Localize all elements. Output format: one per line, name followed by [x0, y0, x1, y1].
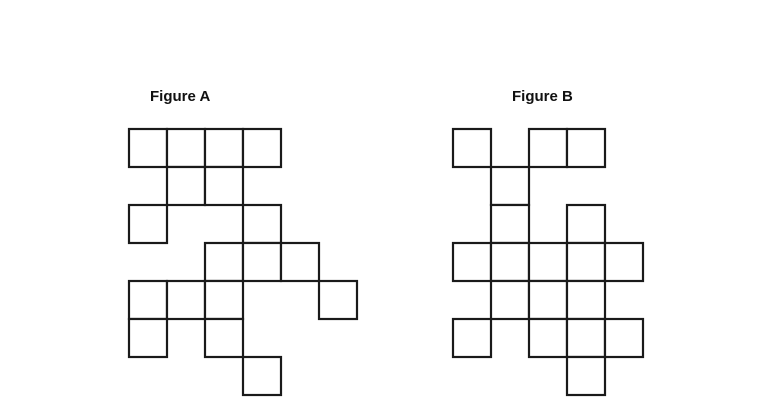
figure-b-square	[451, 127, 493, 169]
figure-b-square	[527, 127, 569, 169]
figure-b-square	[527, 279, 569, 321]
figure-b-square	[489, 279, 531, 321]
figure-b-square	[603, 241, 645, 283]
figure-b-square	[565, 203, 607, 245]
figure-a-square	[127, 279, 169, 321]
figure-a-square	[317, 279, 359, 321]
figure-b-square	[489, 203, 531, 245]
figure-b-square	[603, 317, 645, 359]
figure-a-square	[127, 127, 169, 169]
figure-b-square	[565, 279, 607, 321]
figure-b-square	[565, 127, 607, 169]
figure-b-square	[527, 317, 569, 359]
figure-a-square	[127, 317, 169, 359]
figure-a-square	[203, 317, 245, 359]
figure-a-title: Figure A	[150, 88, 211, 105]
figure-b-square	[451, 317, 493, 359]
figure-b-square	[565, 317, 607, 359]
figure-b-square	[565, 241, 607, 283]
figure-b-square	[451, 241, 493, 283]
figure-a-square	[203, 165, 245, 207]
figure-b-square	[489, 241, 531, 283]
figure-b-title: Figure B	[512, 88, 573, 105]
figure-a-square	[165, 279, 207, 321]
figure-a-square	[241, 355, 283, 397]
figure-b-square	[565, 355, 607, 397]
figure-a-square	[203, 241, 245, 283]
figure-a-square	[127, 203, 169, 245]
figure-a-square	[279, 241, 321, 283]
figure-a-square	[241, 127, 283, 169]
figure-a-square	[203, 127, 245, 169]
figure-b-square	[527, 241, 569, 283]
figure-b-square	[489, 165, 531, 207]
